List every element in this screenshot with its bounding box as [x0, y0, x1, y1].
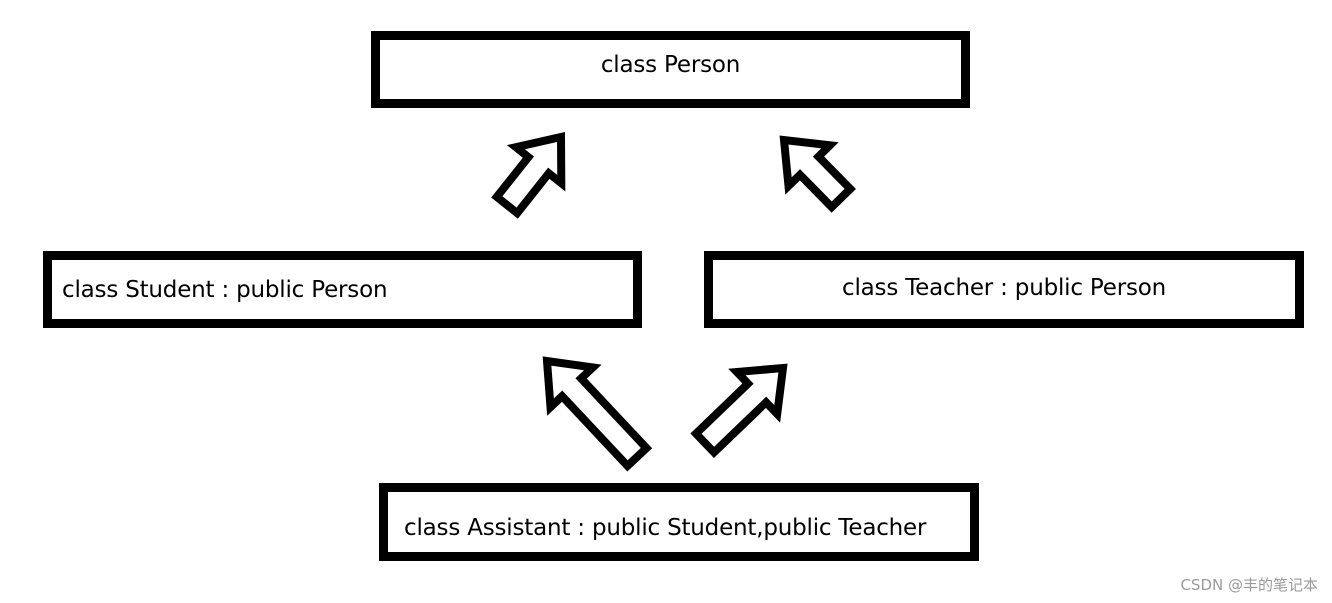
assistant-class-label: class Assistant : public Student,public … [404, 515, 927, 541]
inheritance-arrow-assistant-to-student [542, 356, 653, 472]
inheritance-arrow-student-to-person [491, 132, 566, 219]
person-class-box: class Person [371, 31, 970, 108]
teacher-class-label: class Teacher : public Person [842, 274, 1166, 301]
inheritance-arrow-teacher-to-person [779, 135, 856, 213]
student-class-label: class Student : public Person [62, 276, 388, 303]
person-class-label: class Person [600, 51, 741, 78]
assistant-class-box: class Assistant : public Student,public … [379, 483, 979, 561]
inheritance-arrow-assistant-to-teacher [690, 363, 788, 459]
teacher-class-box: class Teacher : public Person [704, 251, 1304, 328]
watermark-text: CSDN @丰的笔记本 [1180, 576, 1318, 594]
student-class-box: class Student : public Person [43, 251, 642, 328]
